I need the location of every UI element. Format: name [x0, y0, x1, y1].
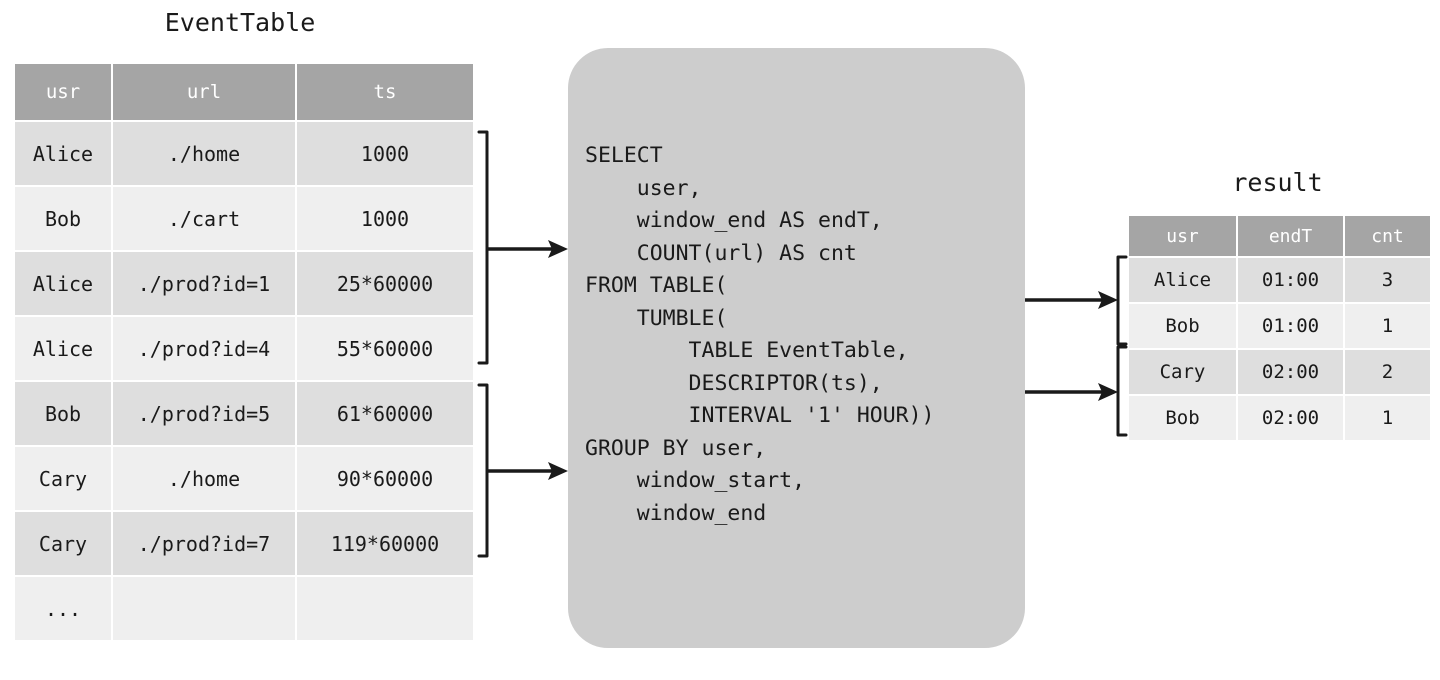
event-cell-url: ./prod?id=4	[113, 317, 295, 380]
input-arrow-2-head	[548, 462, 568, 480]
result-table-column-endt: endT	[1238, 216, 1343, 256]
result-cell-cnt: 2	[1345, 350, 1430, 394]
event-cell-usr: Cary	[15, 512, 111, 575]
event-cell-ts: 119*60000	[297, 512, 473, 575]
table-row-ellipsis: ...	[15, 577, 473, 640]
table-row: Bob 01:00 1	[1129, 304, 1430, 348]
sql-query-text: SELECT user, window_end AS endT, COUNT(u…	[585, 143, 935, 526]
result-cell-cnt: 3	[1345, 258, 1430, 302]
result-cell-cnt: 1	[1345, 304, 1430, 348]
event-table-column-url: url	[113, 64, 295, 120]
event-cell-url: ./home	[113, 447, 295, 510]
event-cell-ts: 61*60000	[297, 382, 473, 445]
event-cell-url: ./prod?id=5	[113, 382, 295, 445]
output-arrow-2-head	[1098, 383, 1118, 401]
event-table-header-row: usr url ts	[15, 64, 473, 120]
table-row: Alice ./prod?id=4 55*60000	[15, 317, 473, 380]
result-cell-usr: Bob	[1129, 396, 1236, 440]
event-cell-url: ./home	[113, 122, 295, 185]
result-cell-endt: 02:00	[1238, 396, 1343, 440]
event-cell-usr: Bob	[15, 382, 111, 445]
event-cell-url: ./prod?id=7	[113, 512, 295, 575]
window-1-input-bracket	[477, 130, 489, 365]
window-2-output-bracket	[1116, 345, 1128, 437]
event-cell-ts: 25*60000	[297, 252, 473, 315]
event-table-title: EventTable	[164, 8, 316, 37]
result-cell-endt: 01:00	[1238, 258, 1343, 302]
event-cell-ts: 90*60000	[297, 447, 473, 510]
event-table-column-usr: usr	[15, 64, 111, 120]
result-cell-usr: Bob	[1129, 304, 1236, 348]
output-arrow-1-head	[1098, 291, 1118, 309]
result-table-column-usr: usr	[1129, 216, 1236, 256]
result-table-title: result	[1232, 168, 1323, 197]
event-cell-usr: Alice	[15, 122, 111, 185]
table-row: Cary ./home 90*60000	[15, 447, 473, 510]
event-cell-ts: 1000	[297, 122, 473, 185]
event-cell-ts: 55*60000	[297, 317, 473, 380]
event-cell-ts: 1000	[297, 187, 473, 250]
event-cell-ts	[297, 577, 473, 640]
result-table: usr endT cnt Alice 01:00 3 Bob 01:00 1 C…	[1127, 214, 1432, 442]
sql-query-panel	[568, 48, 1025, 648]
result-cell-cnt: 1	[1345, 396, 1430, 440]
table-row: Bob ./prod?id=5 61*60000	[15, 382, 473, 445]
event-table: usr url ts Alice ./home 1000 Bob ./cart …	[13, 62, 475, 642]
window-2-input-bracket	[477, 383, 489, 558]
event-table-column-ts: ts	[297, 64, 473, 120]
window-1-output-bracket	[1116, 255, 1128, 346]
event-cell-usr: Alice	[15, 252, 111, 315]
result-cell-endt: 02:00	[1238, 350, 1343, 394]
event-cell-url	[113, 577, 295, 640]
event-cell-usr: Bob	[15, 187, 111, 250]
result-cell-endt: 01:00	[1238, 304, 1343, 348]
table-row: Cary 02:00 2	[1129, 350, 1430, 394]
table-row: Cary ./prod?id=7 119*60000	[15, 512, 473, 575]
table-row: Bob ./cart 1000	[15, 187, 473, 250]
event-cell-usr: Alice	[15, 317, 111, 380]
table-row: Bob 02:00 1	[1129, 396, 1430, 440]
event-cell-url: ./prod?id=1	[113, 252, 295, 315]
result-table-column-cnt: cnt	[1345, 216, 1430, 256]
table-row: Alice 01:00 3	[1129, 258, 1430, 302]
input-arrow-1-head	[548, 240, 568, 258]
result-cell-usr: Alice	[1129, 258, 1236, 302]
event-cell-usr: Cary	[15, 447, 111, 510]
result-table-header-row: usr endT cnt	[1129, 216, 1430, 256]
result-cell-usr: Cary	[1129, 350, 1236, 394]
event-cell-url: ./cart	[113, 187, 295, 250]
event-cell-usr: ...	[15, 577, 111, 640]
table-row: Alice ./prod?id=1 25*60000	[15, 252, 473, 315]
table-row: Alice ./home 1000	[15, 122, 473, 185]
